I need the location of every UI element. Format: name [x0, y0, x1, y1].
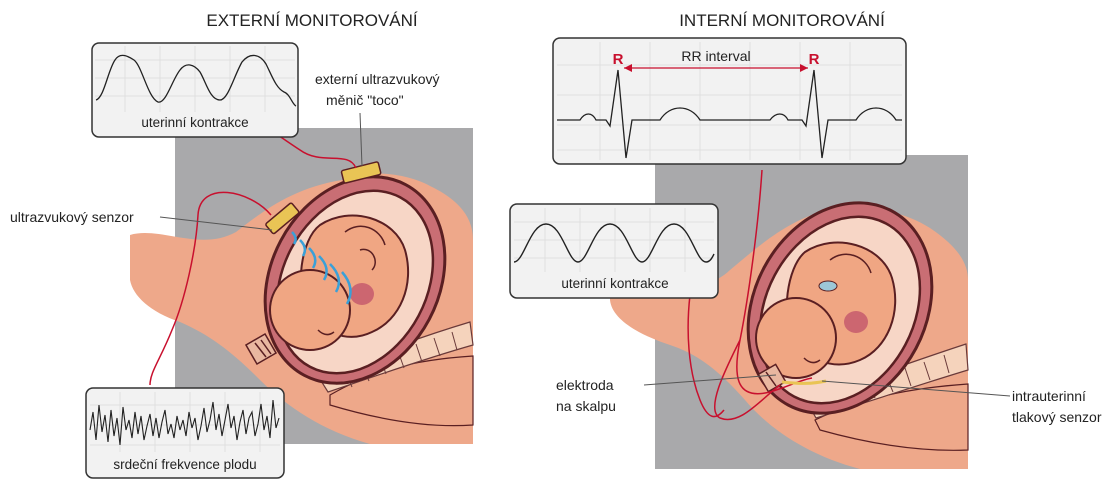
toco-label-line2: měnič "toco": [326, 92, 404, 108]
ecg-peak-right-label: R: [809, 51, 820, 68]
electrode-label-line1: elektroda: [556, 377, 614, 393]
external-contraction-strip: uterinní kontrakce: [92, 43, 298, 137]
internal-fetus-hand: [819, 281, 837, 291]
electrode-label-line2: na skalpu: [556, 398, 616, 414]
internal-fetus-head: [756, 298, 836, 378]
external-contraction-label: uterinní kontrakce: [141, 115, 248, 130]
toco-label-line1: externí ultrazvukový: [315, 71, 440, 87]
title-internal: INTERNÍ MONITOROVÁNÍ: [679, 11, 885, 30]
internal-fetus-organ: [844, 311, 868, 333]
internal-contraction-strip: uterinní kontrakce: [510, 204, 718, 298]
title-external: EXTERNÍ MONITOROVÁNÍ: [206, 11, 418, 30]
internal-panel: [610, 155, 968, 469]
internal-contraction-label: uterinní kontrakce: [561, 276, 668, 291]
fhr-label: srdeční frekvence plodu: [113, 457, 256, 472]
rr-interval-label: RR interval: [681, 48, 750, 64]
ecg-strip: R R RR interval: [553, 38, 906, 164]
ecg-peak-left-label: R: [613, 51, 624, 68]
pressure-sensor-label-line1: intrauterinní: [1012, 388, 1086, 404]
fhr-strip: srdeční frekvence plodu: [86, 388, 284, 478]
pressure-sensor-label-line2: tlakový senzor: [1012, 409, 1102, 425]
external-fetus-organ: [350, 283, 374, 305]
ultrasound-sensor-label: ultrazvukový senzor: [10, 209, 134, 225]
